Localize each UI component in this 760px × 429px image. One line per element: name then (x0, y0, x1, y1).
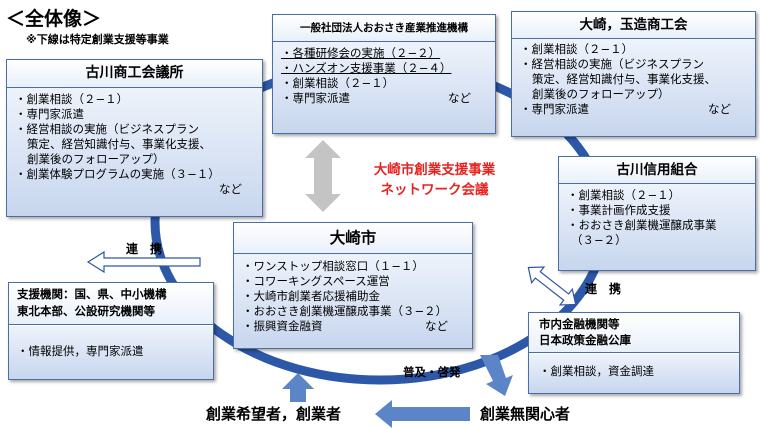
list-item: ・専門家派遣 など (281, 91, 489, 106)
list-item: ・創業相談（２−１） (567, 188, 681, 202)
list-item: ・情報提供，専門家派遣 (17, 344, 144, 358)
network-line2: ネットワーク会議 (380, 182, 489, 198)
list-item: ・創業相談（２−１） (520, 42, 634, 56)
list-item: ・経営相談の実施（ビジネスプラン (520, 57, 704, 71)
osaki-promo-header: 一般社団法人おおさき産業推進機構 (273, 15, 495, 42)
list-item: ・専門家派遣 など (520, 102, 749, 117)
list-item: ・事業計画作成支援 (567, 203, 671, 217)
list-item: ・創業相談（２−１） (281, 76, 395, 90)
list-item: ・創業相談（２−１） (15, 92, 129, 106)
list-item: 策定、経営知識付与、事業化支援、 (27, 137, 211, 151)
list-item-text: ・振興資金融資 (242, 319, 323, 333)
furukawa-cci-box: 古川商工会議所 ・創業相談（２−１） ・専門家派遣 ・経営相談の実施（ビジネスプ… (6, 59, 263, 217)
network-meeting-label: 大崎市創業支援事業 ネットワーク会議 (352, 160, 517, 200)
finance-box: 市内金融機関等 日本政策金融公庫 ・創業相談，資金調達 (528, 312, 740, 394)
support-orgs-header-line2: 東北本部、公設研究機関等 (17, 304, 155, 318)
note: ※下線は特定創業支援等事業 (26, 33, 169, 46)
renkei-left-arrow (86, 250, 201, 274)
list-item: ・振興資金融資 など (242, 319, 466, 334)
fukyu-label: 普及・啓発 (403, 365, 461, 379)
network-line1: 大崎市創業支援事業 (373, 162, 496, 178)
page-title: ＜全体像＞ (6, 8, 102, 30)
list-item: ・創業相談，資金調達 (539, 364, 654, 378)
renkei-right-arrow (527, 266, 577, 306)
furukawa-shinkin-header: 古川信用組合 (559, 157, 755, 184)
list-item: ・コワーキングスペース運営 (242, 274, 390, 288)
nado-label: など (219, 182, 242, 196)
list-item: （３−２） (571, 233, 627, 247)
list-item: ・各種研修会の実施（２−２） (281, 46, 441, 60)
list-item: ・ワンストップ相談窓口（１−１） (242, 259, 424, 273)
furukawa-cci-header: 古川商工会議所 (7, 60, 262, 88)
osaki-promo-box: 一般社団法人おおさき産業推進機構 ・各種研修会の実施（２−２） ・ハンズオン支援… (272, 14, 496, 134)
nado-label: など (425, 319, 448, 333)
list-item: 策定、経営知識付与、事業化支援、 (532, 72, 716, 86)
osaki-tamatsukuri-box: 大崎，玉造商工会 ・創業相談（２−１） ・経営相談の実施（ビジネスプラン 策定、… (511, 11, 756, 137)
mukanshin-label: 創業無関心者 (480, 405, 571, 423)
support-orgs-box: 支援機関：国、県、中小機構 東北本部、公設研究機関等 ・情報提供，専門家派遣 (8, 282, 214, 380)
fukyu-arrow (480, 355, 513, 396)
support-orgs-header-line1: 支援機関：国、県、中小機構 (17, 287, 167, 301)
osaki-city-box: 大崎市 ・ワンストップ相談窓口（１−１） ・コワーキングスペース運営 ・大崎市創… (233, 222, 473, 349)
gray-double-arrow (305, 140, 341, 212)
up-arrow (282, 373, 314, 402)
list-item: ・創業体験プログラムの実施（３−１） (15, 167, 220, 181)
finance-header-line2: 日本政策金融公庫 (539, 333, 631, 347)
list-item: ・経営相談の実施（ビジネスプラン (15, 122, 199, 136)
finance-header-line1: 市内金融機関等 (539, 317, 620, 331)
osaki-city-header: 大崎市 (234, 223, 472, 254)
furukawa-shinkin-box: 古川信用組合 ・創業相談（２−１） ・事業計画作成支援 ・おおさき創業機運醸成事… (558, 156, 756, 271)
list-item: ・おおさき創業機運醸成事業 (567, 218, 717, 232)
finance-header: 市内金融機関等 日本政策金融公庫 (529, 313, 739, 353)
list-item-text: ・専門家派遣 (281, 91, 350, 105)
renkei-right-label: 連 携 (585, 282, 622, 296)
support-orgs-header: 支援機関：国、県、中小機構 東北本部、公設研究機関等 (9, 283, 213, 325)
list-item: 創業後のフォローアップ） (27, 152, 165, 166)
list-item: ・大崎市創業者応援補助金 (242, 289, 380, 303)
nado-label: など (708, 102, 731, 116)
list-item: ・ハンズオン支援事業（２−４） (281, 61, 452, 75)
nado-label: など (448, 91, 471, 105)
list-item: 創業後のフォローアップ） (532, 87, 670, 101)
list-item: ・おおさき創業機運醸成事業（３−２） (242, 304, 448, 318)
renkei-left-label: 連 携 (126, 242, 163, 256)
list-item: ・専門家派遣 (15, 107, 84, 121)
osaki-tamatsukuri-header: 大崎，玉造商工会 (512, 12, 755, 39)
kibousha-label: 創業希望者，創業者 (206, 405, 342, 423)
left-arrow (375, 400, 470, 428)
list-item-text: ・専門家派遣 (520, 102, 589, 116)
